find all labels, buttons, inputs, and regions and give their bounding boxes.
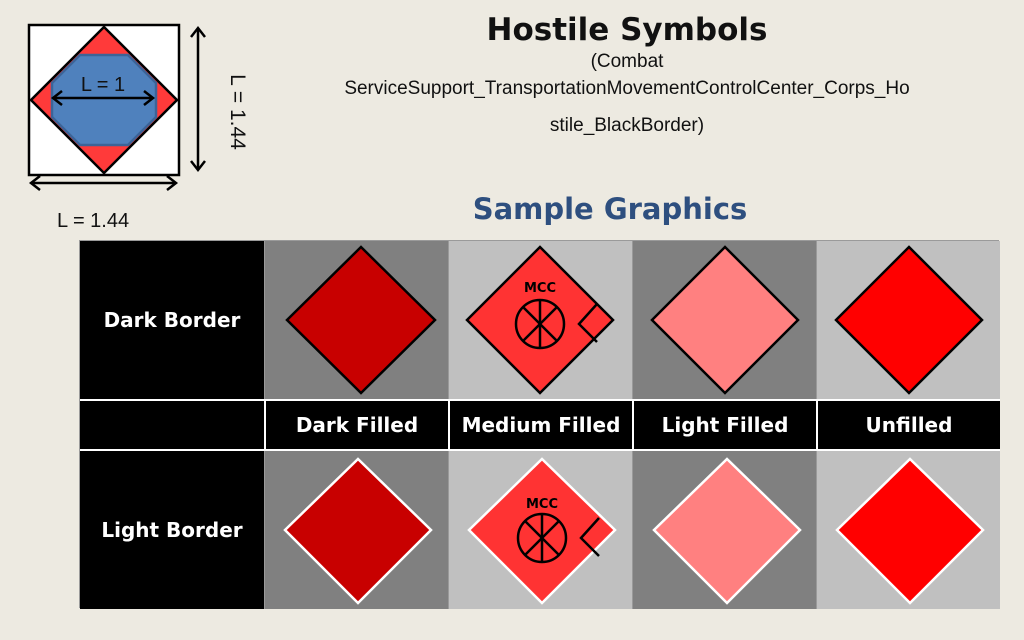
circle-spoke: [522, 306, 558, 342]
row-label-dark-border: Dark Border: [80, 241, 264, 399]
mcc-text: MCC: [524, 281, 556, 296]
page-title: Hostile Symbols: [486, 12, 768, 48]
subtitle-line-2: ServiceSupport_TransportationMovementCon…: [344, 78, 910, 99]
right-arrowhead-bottom: [190, 160, 206, 173]
hostile-diamond: [835, 457, 985, 605]
column-header-medium-filled: Medium Filled: [448, 399, 632, 451]
subtitle: (Combat ServiceSupport_TransportationMov…: [262, 50, 992, 148]
corps-echelon-mark: [579, 517, 600, 557]
octagon-shape: [50, 53, 158, 147]
symbol-dark-border-dark-filled: [285, 245, 437, 395]
header-corner: [80, 399, 264, 451]
circle-spoke: [524, 520, 560, 556]
title-block: Hostile Symbols (Combat ServiceSupport_T…: [262, 10, 992, 148]
corps-echelon-mark: [577, 303, 598, 343]
hostile-diamond: [283, 457, 433, 605]
cell-dark-border-unfilled: [816, 241, 1000, 399]
symbol-dark-border-unfilled: [834, 245, 984, 395]
right-length-label: L = 1.44: [226, 74, 249, 150]
cell-light-border-light-filled: [632, 451, 816, 609]
bottom-arrowhead-left: [28, 175, 41, 191]
cell-dark-border-light-filled: [632, 241, 816, 399]
right-arrowhead-top: [190, 25, 206, 38]
hostile-diamond: [285, 245, 437, 395]
row-label-light-border: Light Border: [80, 451, 264, 609]
mcc-text: MCC: [526, 497, 558, 512]
hostile-diamond: [834, 245, 984, 395]
symbol-light-border-medium-filled: MCC: [467, 457, 617, 605]
subtitle-line-3: stile_BlackBorder): [549, 115, 705, 136]
symbol-dark-border-medium-filled: MCC: [465, 245, 615, 395]
bottom-arrowhead-right: [166, 175, 179, 191]
inner-length-label: L = 1: [81, 74, 125, 96]
sample-graphics-table: Dark Border MCC Dark Filled Medium Fille…: [79, 240, 1000, 609]
inner-arrowhead-left: [50, 90, 63, 106]
symbol-light-border-light-filled: [652, 457, 802, 605]
hostile-diamond: [650, 245, 800, 395]
cell-light-border-unfilled: [816, 451, 1000, 609]
symbol-dark-border-light-filled: [650, 245, 800, 395]
dimension-diagram: L = 1: [27, 23, 206, 191]
cell-light-border-dark-filled: [264, 451, 448, 609]
sample-graphics-heading: Sample Graphics: [472, 192, 748, 226]
column-header-light-filled: Light Filled: [632, 399, 816, 451]
symbol-light-border-unfilled: [835, 457, 985, 605]
cell-dark-border-dark-filled: [264, 241, 448, 399]
cell-light-border-medium-filled: MCC: [448, 451, 632, 609]
cell-dark-border-medium-filled: MCC: [448, 241, 632, 399]
hostile-diamond: [652, 457, 802, 605]
bottom-length-label: L = 1.44: [57, 210, 130, 232]
inner-arrowhead-right: [143, 90, 156, 106]
column-header-unfilled: Unfilled: [816, 399, 1000, 451]
subtitle-line-1: (Combat: [590, 51, 664, 72]
symbol-light-border-dark-filled: [283, 457, 433, 605]
column-header-dark-filled: Dark Filled: [264, 399, 448, 451]
